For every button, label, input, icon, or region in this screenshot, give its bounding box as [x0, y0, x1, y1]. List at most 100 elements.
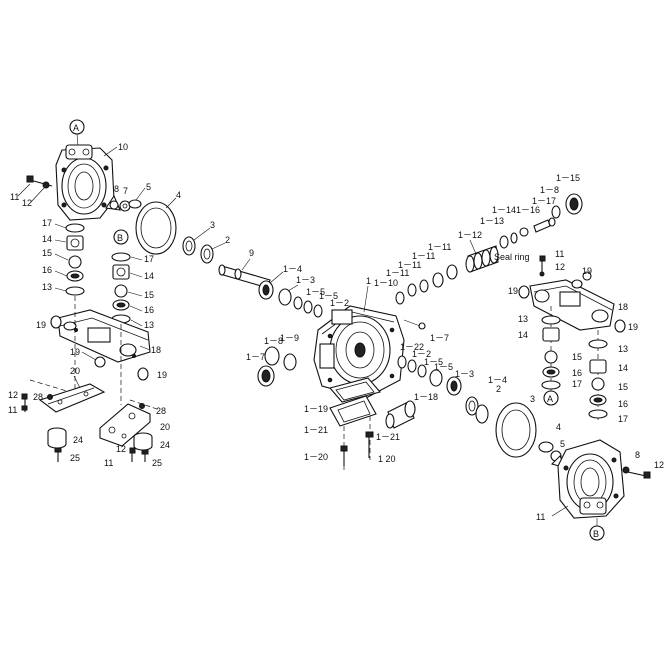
left-bolt-11 — [26, 175, 53, 189]
center-bottom-plate — [329, 377, 381, 427]
left-parts-8-7 — [105, 194, 142, 212]
center-spool-1-12 — [465, 245, 499, 273]
label-13-a: 13 — [42, 282, 52, 292]
label-1-8a: 1－8 — [540, 185, 559, 195]
label-28-a: 28 — [33, 392, 43, 402]
label-5-left: 5 — [146, 182, 151, 192]
label-1-13: 1－13 — [480, 216, 504, 226]
label-15-right-b: 15 — [618, 382, 628, 392]
label-14-a: 14 — [42, 234, 52, 244]
label-4-right: 3 — [530, 394, 535, 404]
label-25-a: 25 — [70, 453, 80, 463]
center-bolts — [340, 416, 374, 470]
label-2-right: 1－4 — [488, 375, 507, 385]
label-19-right-b: 19 — [582, 266, 592, 276]
label-1-7: 1－7 — [246, 352, 265, 362]
right-stack-b — [588, 339, 608, 419]
label-20-b: 20 — [160, 422, 170, 432]
left-foot-20a — [38, 383, 106, 413]
label-1-17: 1－17 — [532, 196, 556, 206]
label-16-a: 16 — [42, 265, 52, 275]
left-cap-19c — [137, 367, 149, 381]
label-12-left: 12 — [22, 198, 32, 208]
label-17-a: 17 — [42, 218, 52, 228]
label-18-right: 18 — [618, 302, 628, 312]
label-12-b: 12 — [8, 390, 18, 400]
right-stack-a — [541, 315, 561, 390]
label-17-right-a: 17 — [572, 379, 582, 389]
label-20-a: 20 — [70, 366, 80, 376]
center-left-parts — [257, 346, 297, 387]
left-assembly: A 10 11 12 — [8, 119, 271, 468]
label-b-left: B — [117, 233, 123, 243]
label-12-c: 12 — [116, 444, 126, 454]
label-19-c: 19 — [157, 370, 167, 380]
center-assembly: 1－4 1－3 1－5 1－5 1－2 1 1－7 — [246, 173, 583, 470]
label-24-a: 24 — [73, 435, 83, 445]
label-24-b: 24 — [160, 440, 170, 450]
label-1-2a: 1－2 — [330, 298, 349, 308]
label-1-4a: 1－4 — [283, 264, 302, 274]
center-lower-seals — [397, 355, 462, 396]
label-1-18: 1－19 — [304, 404, 328, 414]
right-diaphragm-4 — [495, 402, 537, 458]
label-a-left: A — [73, 123, 79, 133]
label-13-right-a: 13 — [518, 314, 528, 324]
label-16-right-b: 16 — [618, 399, 628, 409]
label-1-2b: 1－22 — [400, 342, 424, 352]
left-manifold-18 — [57, 309, 151, 363]
label-1-20a: 1 20 — [378, 454, 396, 464]
label-11-right-bottom: 12 — [654, 460, 664, 470]
label-1-3b: 1－5 — [434, 362, 453, 372]
label-14-b: 14 — [144, 271, 154, 281]
label-16-right-a: 16 — [572, 368, 582, 378]
label-5-right: 4 — [556, 422, 561, 432]
label-13-b: 13 — [144, 320, 154, 330]
label-1-21a: 1－21 — [376, 432, 400, 442]
label-12-right-bottom: 8 — [635, 450, 640, 460]
label-1-8b: 1－8 — [264, 336, 283, 346]
left-rings-3-2 — [182, 236, 214, 264]
center-right-rings — [465, 396, 489, 424]
left-diaphragm-4 — [135, 201, 177, 255]
label-15-a: 15 — [42, 248, 52, 258]
label-15-b: 15 — [144, 290, 154, 300]
label-11-c: 11 — [104, 458, 113, 468]
label-19-a: 19 — [36, 320, 46, 330]
left-outer-housing — [55, 144, 115, 221]
label-7-right: 5 — [560, 439, 565, 449]
center-body-1 — [313, 305, 405, 399]
center-plug-1-22 — [418, 322, 426, 330]
label-1-22: 1－7 — [430, 333, 449, 343]
label-19-right-c: 19 — [628, 322, 638, 332]
label-13-right-b: 13 — [618, 344, 628, 354]
label-1-4b: 1－3 — [455, 369, 474, 379]
label-15-right-a: 15 — [572, 352, 582, 362]
label-19-right-a: 19 — [508, 286, 518, 296]
label-seal-ring: Seal ring — [494, 252, 530, 262]
label-10-left: 10 — [118, 142, 128, 152]
label-28-b: 28 — [156, 406, 166, 416]
label-1-9: 1－9 — [280, 333, 299, 343]
label-2-left: 2 — [225, 235, 230, 245]
label-17-b: 17 — [144, 254, 154, 264]
label-1-5d: 1－5 — [424, 357, 443, 367]
center-upper-seals — [258, 280, 323, 318]
label-3-left: 3 — [210, 220, 215, 230]
left-cap-19a — [50, 315, 62, 329]
label-1-11c: 1－11 — [412, 251, 435, 261]
label-1-21b: 1－20 — [304, 452, 328, 462]
center-pilot-parts — [499, 217, 556, 249]
callout-b-right — [589, 525, 605, 541]
callout-a-right — [543, 390, 559, 406]
center-muffler-23 — [385, 400, 416, 429]
label-18-left: 18 — [151, 345, 161, 355]
label-a-right: A — [547, 394, 553, 404]
callout-b-left — [113, 229, 129, 245]
label-1-19: 1－21 — [304, 425, 328, 435]
label-1-14: 1－14 — [492, 205, 516, 215]
label-17-right-b: 17 — [618, 414, 628, 424]
label-1-3a: 1－3 — [296, 275, 315, 285]
label-1-11b: 1－11 — [398, 260, 421, 270]
